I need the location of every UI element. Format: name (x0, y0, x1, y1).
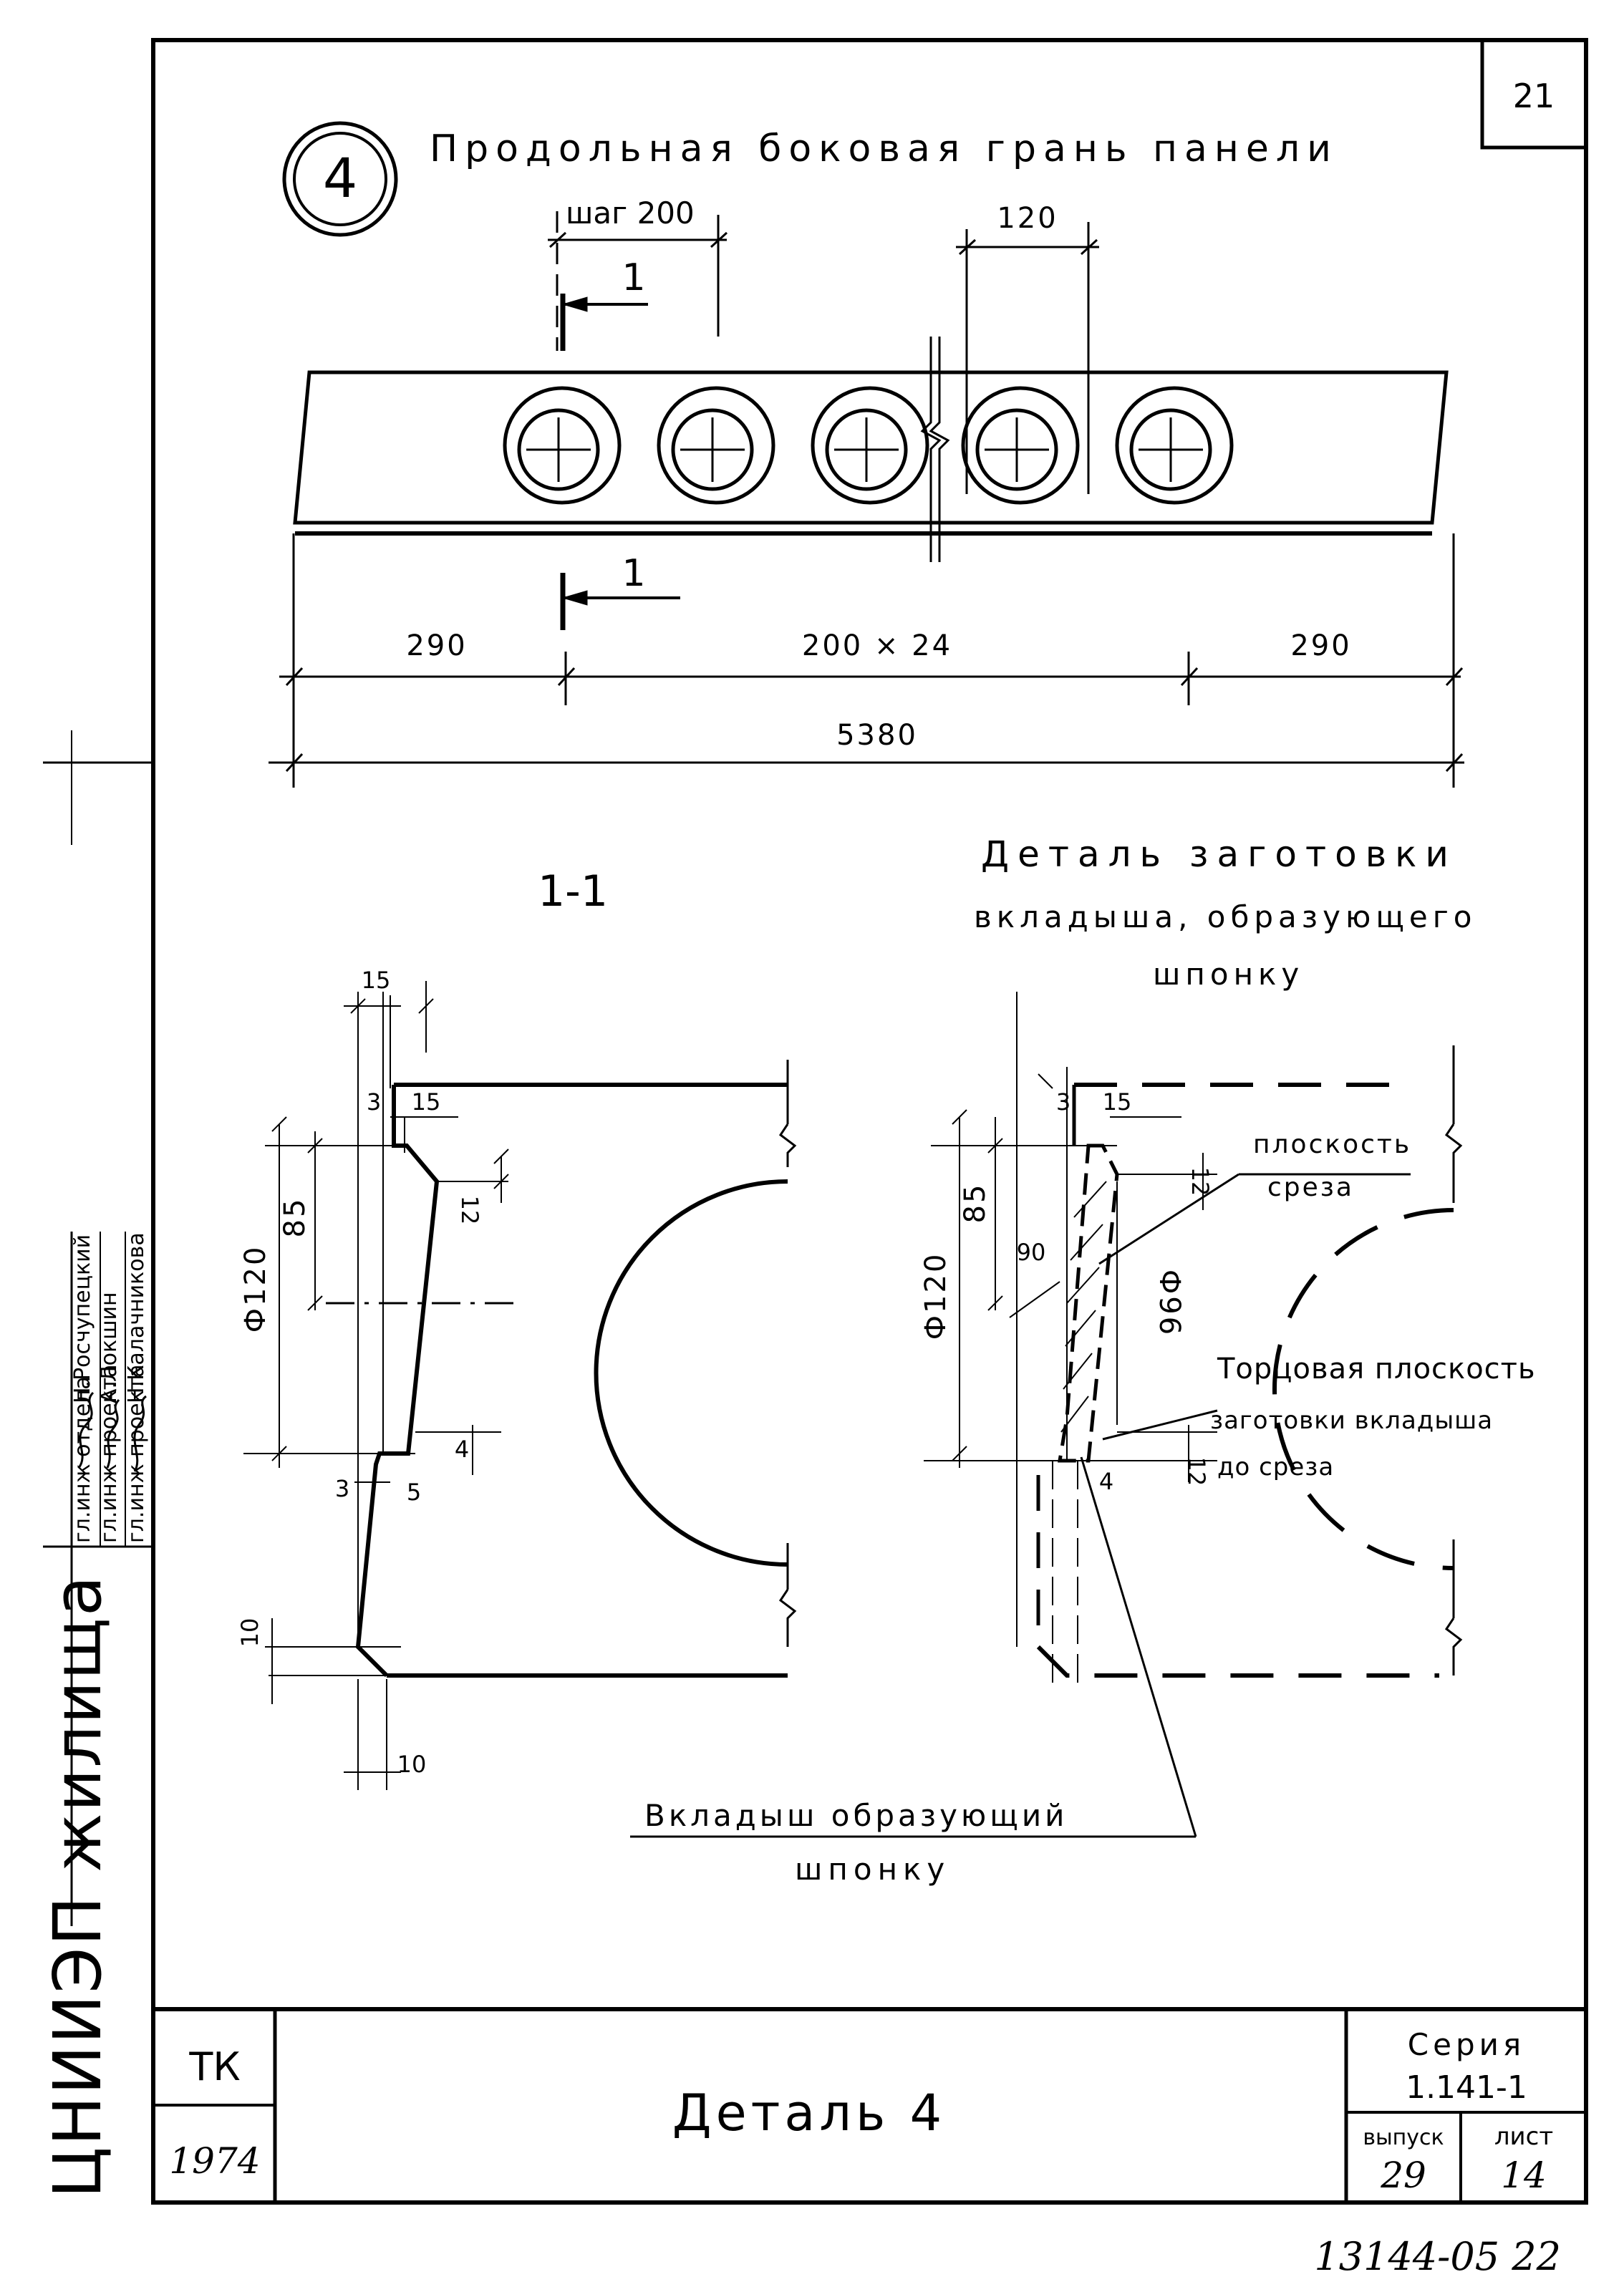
section-marks (560, 294, 680, 630)
note-cut-plane-1: плоскость (1253, 1130, 1411, 1159)
hole-4 (961, 386, 1080, 505)
dim-left-290: 290 (406, 629, 467, 662)
sheet-label: лист (1494, 2122, 1553, 2151)
panel-elevation (293, 337, 1449, 562)
note-end-plane-3: до среза (1217, 1453, 1334, 1481)
right-dim-bevel-top: 12 (1186, 1167, 1214, 1196)
sheet-corner-box (1480, 38, 1588, 150)
issue-value: 29 (1380, 2155, 1426, 2196)
left-dim-lower-a: 3 (335, 1475, 349, 1502)
detail-number: 4 (323, 146, 357, 210)
signature-2 (106, 1398, 120, 1469)
stamp-name-2: А.Локшин (97, 1292, 122, 1403)
sheet-corner-number: 21 (1513, 77, 1555, 115)
sheet-frame (43, 38, 1588, 2205)
note-end-plane-2: заготовки вкладыша (1210, 1406, 1493, 1435)
note-insert-2: шпонку (795, 1852, 950, 1887)
section-mark-top: 1 (622, 256, 645, 299)
sheet-value: 14 (1501, 2155, 1547, 2196)
right-dim-angle: 90 (1017, 1239, 1046, 1266)
hole-1 (503, 386, 622, 505)
left-dim-offset-a: 3 (367, 1088, 381, 1116)
hole-gap-dimension (956, 222, 1099, 494)
step-dimension (548, 211, 728, 351)
insert-title-line-3: шпонку (1153, 957, 1304, 992)
dim-middle-200x24: 200 × 24 (802, 629, 952, 662)
stamp-name-3: Н.Калачникова (124, 1232, 149, 1403)
series-label: Серия (1408, 2027, 1525, 2062)
dim-right-290: 290 (1290, 629, 1351, 662)
hole-2 (657, 386, 775, 505)
right-detail-outline (630, 992, 1463, 1838)
note-end-plane-1: Торцовая плоскость (1217, 1353, 1536, 1386)
stamp-name-1: Н.Росчупецкий (70, 1234, 95, 1403)
hole-3 (811, 386, 929, 505)
left-dim-top-width: 15 (362, 967, 391, 994)
section-label: 1-1 (538, 866, 608, 917)
note-insert-1: Вкладыш образующий (644, 1798, 1068, 1833)
left-dim-bevel: 12 (456, 1196, 483, 1225)
panel-holes (503, 386, 1234, 505)
left-dim-lower-c: 4 (455, 1436, 469, 1463)
left-dim-bottom-w: 10 (397, 1751, 427, 1778)
right-dim-depth: 85 (959, 1183, 992, 1224)
right-dim-offset-a: 3 (1056, 1088, 1070, 1116)
left-section-outline (243, 981, 797, 1790)
step-label: шаг 200 (566, 195, 695, 231)
left-dim-depth: 85 (279, 1197, 311, 1238)
footer-note: 13144-05 22 (1314, 2234, 1561, 2279)
right-dim-lower: 4 (1099, 1468, 1113, 1495)
title-org-code: ТК (188, 2044, 240, 2089)
series-value: 1.141-1 (1406, 2069, 1527, 2106)
signature-3 (133, 1395, 147, 1472)
note-cut-plane-2: среза (1267, 1173, 1354, 1202)
insert-title-line-1: Деталь заготовки (981, 833, 1457, 875)
right-dim-inner-diameter: Ф96 (1153, 1270, 1186, 1337)
issue-label: выпуск (1363, 2125, 1444, 2150)
length-dimensions (269, 533, 1464, 788)
right-dim-offset-b: 15 (1103, 1088, 1132, 1116)
left-dim-diameter: Ф120 (239, 1245, 272, 1333)
title-year: 1974 (169, 2140, 260, 2182)
detail-marker: 4 (282, 121, 398, 237)
title-main: Деталь 4 (672, 2084, 946, 2142)
dim-overall-5380: 5380 (836, 719, 918, 752)
left-dim-lower-b: 5 (407, 1479, 421, 1506)
left-dim-offset-b: 15 (412, 1088, 441, 1116)
side-stamp: ЦНИИЭП жилища гл.инж отдела гл.инж проек… (39, 1232, 153, 2198)
section-mark-bottom: 1 (622, 552, 645, 595)
view-title: Продольная боковая грань панели (430, 127, 1338, 170)
insert-title-line-2: вкладыша, образующего (974, 899, 1476, 934)
signature-1 (77, 1391, 95, 1469)
hole-gap-label: 120 (997, 202, 1058, 235)
right-dim-bevel-bottom: 12 (1183, 1457, 1210, 1486)
stamp-organization: ЦНИИЭП жилища (39, 1575, 116, 2198)
hole-5 (1115, 386, 1234, 505)
left-dim-bottom-h: 10 (236, 1618, 264, 1648)
right-dim-diameter: Ф120 (919, 1252, 952, 1340)
